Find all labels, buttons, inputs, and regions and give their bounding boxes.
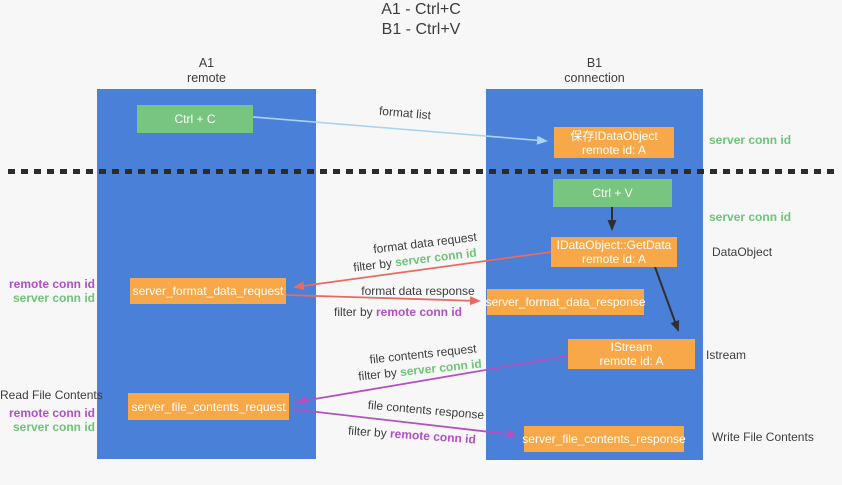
server-conn-id-annotation-top: server conn id: [709, 133, 792, 147]
save-idataobject-line2: remote id: A: [581, 142, 647, 157]
ctrl-v-box: Ctrl + V: [553, 179, 672, 207]
title-line-1: A1 - Ctrl+C: [381, 1, 461, 18]
lifeline-header-b1: B1 connection: [486, 56, 703, 86]
istream-line1: IStream: [610, 340, 653, 354]
server-format-data-response-box: server_format_data_response: [485, 289, 646, 315]
ctrl-c-box: Ctrl + C: [137, 105, 253, 133]
lifeline-a1-subtitle: remote: [187, 71, 226, 85]
idataobject-getdata-box: IDataObject::GetData remote id: A: [551, 237, 677, 267]
file-contents-response-filter-label: filter by remote conn id: [327, 422, 498, 448]
server-format-data-request-box: server_format_data_request: [130, 278, 286, 304]
filter-by-text: filter by: [357, 365, 401, 384]
istream-line2: remote id: A: [599, 354, 664, 368]
server-file-contents-request-box: server_file_contents_request: [128, 393, 289, 420]
phase-separator-line: [8, 169, 834, 174]
file-request-conn-ids: remote conn id server conn id: [0, 406, 95, 434]
istream-annotation: Istream: [706, 348, 747, 362]
remote-conn-id-text: remote conn id: [389, 426, 477, 447]
remote-conn-id-text: remote conn id: [8, 277, 95, 291]
server-conn-id-text: server conn id: [12, 291, 95, 305]
save-idataobject-box: 保存IDataObject remote id: A: [554, 127, 674, 158]
lifeline-a1-name: A1: [198, 56, 215, 70]
remote-conn-id-text: remote conn id: [8, 406, 95, 420]
read-file-contents-annotation: Read File Contents: [0, 388, 103, 402]
format-data-response-filter-label: filter by remote conn id: [313, 305, 483, 319]
filter-by-text: filter by: [347, 423, 391, 441]
write-file-contents-annotation: Write File Contents: [712, 430, 814, 444]
filter-by-text: filter by: [333, 305, 376, 319]
filter-by-text: filter by: [352, 255, 396, 275]
format-data-response-label: format data response: [361, 284, 475, 298]
diagram-title: A1 - Ctrl+C B1 - Ctrl+V: [0, 0, 842, 40]
format-list-label: format list: [378, 103, 432, 123]
lifeline-b1-name: B1: [586, 56, 603, 70]
getdata-line2: remote id: A: [581, 252, 647, 266]
server-conn-id-annotation-mid: server conn id: [709, 210, 792, 224]
save-idataobject-line1: 保存IDataObject: [570, 128, 658, 143]
getdata-line1: IDataObject::GetData: [556, 238, 672, 252]
server-file-contents-response-box: server_file_contents_response: [522, 426, 686, 452]
istream-box: IStream remote id: A: [568, 339, 695, 369]
server-conn-id-text: server conn id: [12, 420, 95, 434]
dataobject-annotation: DataObject: [712, 245, 773, 259]
lifeline-b1-subtitle: connection: [564, 71, 625, 85]
title-line-2: B1 - Ctrl+V: [381, 21, 461, 38]
lifeline-header-a1: A1 remote: [97, 56, 316, 86]
format-request-conn-ids: remote conn id server conn id: [0, 277, 95, 305]
remote-conn-id-text: remote conn id: [376, 305, 463, 319]
